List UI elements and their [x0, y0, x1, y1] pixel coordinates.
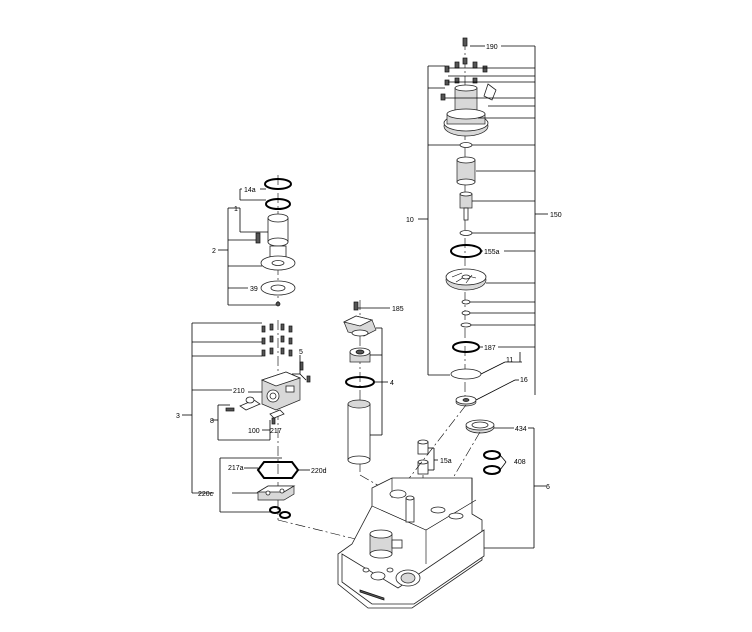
- motor-assembly: 190 10 150 155a 187 11 16: [406, 37, 562, 407]
- motor-cover: [443, 84, 489, 137]
- label-408: 408: [514, 459, 526, 466]
- flange-plate: [256, 485, 296, 501]
- screws: [261, 323, 311, 383]
- valve-body: [260, 371, 302, 411]
- collecting-tank: [277, 404, 485, 609]
- label-185: 185: [392, 306, 404, 313]
- label-4: 4: [390, 380, 394, 387]
- pipe-assembly: 185 4: [342, 300, 404, 475]
- wear-ring: [455, 395, 477, 407]
- label-434: 434: [515, 426, 527, 433]
- label-8: 8: [210, 418, 214, 425]
- top-bolts: [440, 37, 488, 101]
- label-187: 187: [484, 345, 496, 352]
- label-155a: 155a: [484, 249, 500, 256]
- fittings: 434 408 15a 6: [417, 419, 550, 549]
- label-3: 3: [176, 413, 180, 420]
- rotor: [459, 191, 473, 221]
- label-6: 6: [546, 484, 550, 491]
- label-190: 190: [486, 44, 498, 51]
- label-220d: 220d: [311, 468, 327, 475]
- label-1: 1: [234, 206, 238, 213]
- label-220c: 220c: [198, 491, 214, 498]
- label-2: 2: [212, 248, 216, 255]
- label-15a: 15a: [440, 458, 452, 465]
- label-217a: 217a: [228, 465, 244, 472]
- label-217: 217: [270, 428, 282, 435]
- impeller: [445, 268, 487, 291]
- label-14a: 14a: [244, 187, 256, 194]
- label-16: 16: [520, 377, 528, 384]
- label-100: 100: [248, 428, 260, 435]
- stator: [456, 156, 476, 186]
- label-10: 10: [406, 217, 414, 224]
- label-11: 11: [506, 357, 513, 364]
- label-39: 39: [250, 286, 258, 293]
- label-150: 150: [550, 212, 562, 219]
- pressure-assembly: 5 210 3 8 100 217 217a 220d 220c: [176, 320, 327, 520]
- coupling-assembly: 14a 1 2 39: [212, 175, 296, 307]
- label-5: 5: [299, 349, 303, 356]
- label-210: 210: [233, 388, 245, 395]
